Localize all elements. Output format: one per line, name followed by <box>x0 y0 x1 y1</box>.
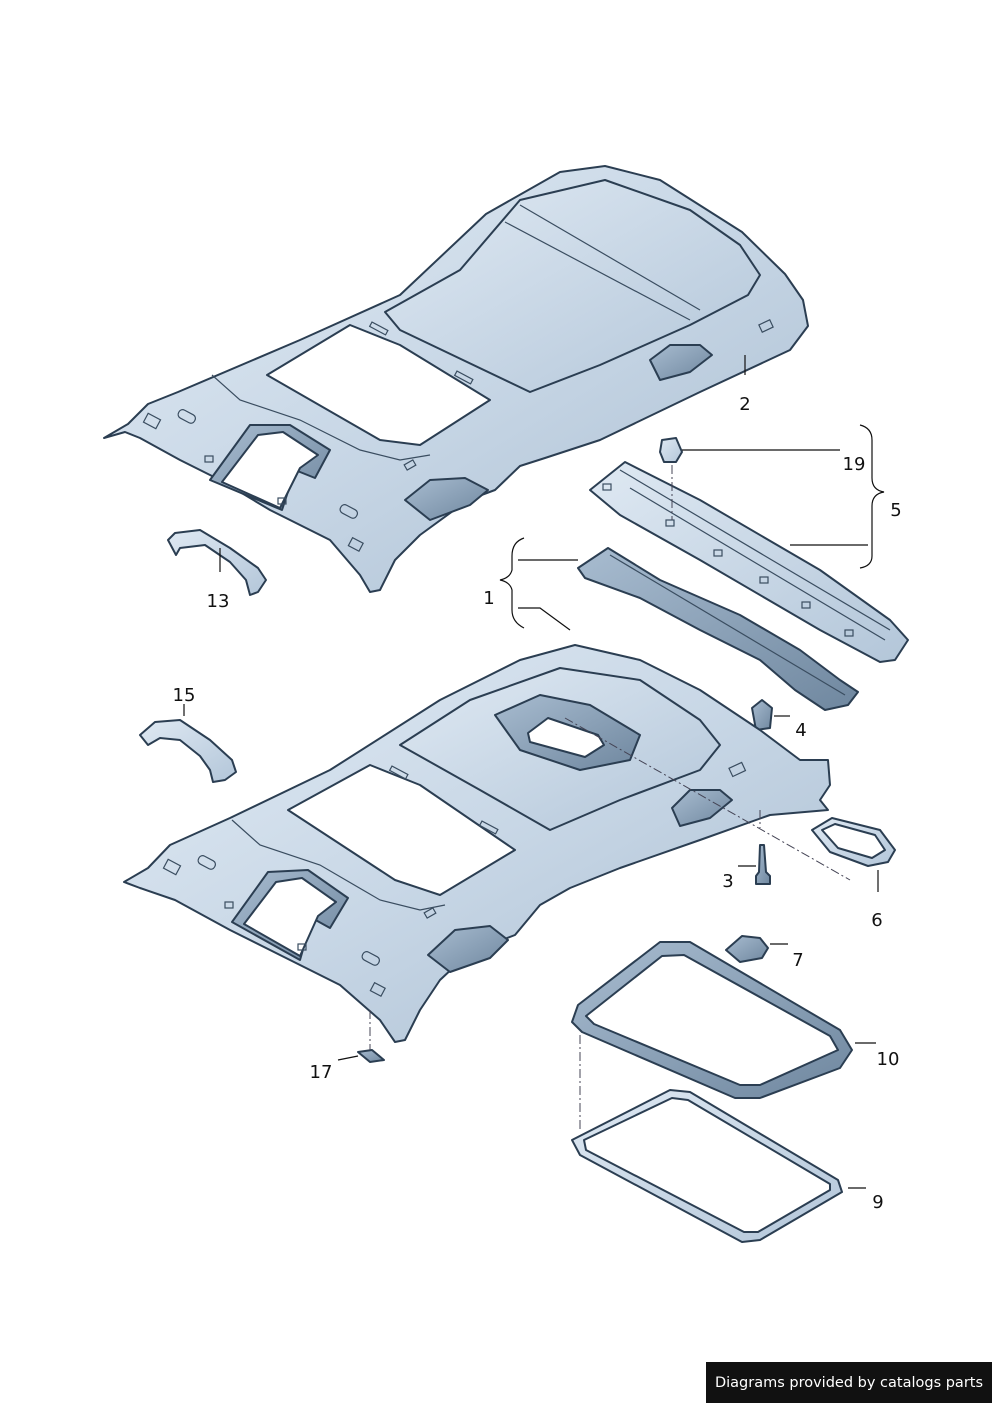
callout-6: 6 <box>871 910 882 931</box>
callout-15: 15 <box>173 685 196 706</box>
headliner-upper <box>103 165 809 593</box>
callout-1: 1 <box>483 588 494 609</box>
callout-7: 7 <box>792 950 803 971</box>
callout-4: 4 <box>795 720 806 741</box>
grab-handle-13 <box>167 529 267 596</box>
headliner-lower <box>123 644 831 1043</box>
callout-13: 13 <box>207 591 230 612</box>
light-frame-6 <box>811 817 896 867</box>
attribution-text: Diagrams provided by catalogs parts <box>714 1374 984 1391</box>
sunroof-frame-10 <box>571 941 853 1099</box>
callout-19: 19 <box>843 454 866 475</box>
callout-10: 10 <box>877 1049 900 1070</box>
bracket-7 <box>725 935 769 963</box>
callout-5: 5 <box>890 500 901 521</box>
attribution-footer: Diagrams provided by catalogs parts <box>706 1362 992 1403</box>
glass-seal-9 <box>571 1089 843 1243</box>
grab-handle-15 <box>139 719 237 783</box>
clip-17 <box>357 1049 385 1063</box>
crossmember-1 <box>577 547 859 711</box>
callout-2: 2 <box>739 394 750 415</box>
trim-panel-5 <box>589 461 909 663</box>
callout-3: 3 <box>722 871 733 892</box>
clip-19 <box>659 437 683 463</box>
callout-9: 9 <box>872 1192 883 1213</box>
screw-3 <box>755 844 771 885</box>
callout-17: 17 <box>310 1062 333 1083</box>
